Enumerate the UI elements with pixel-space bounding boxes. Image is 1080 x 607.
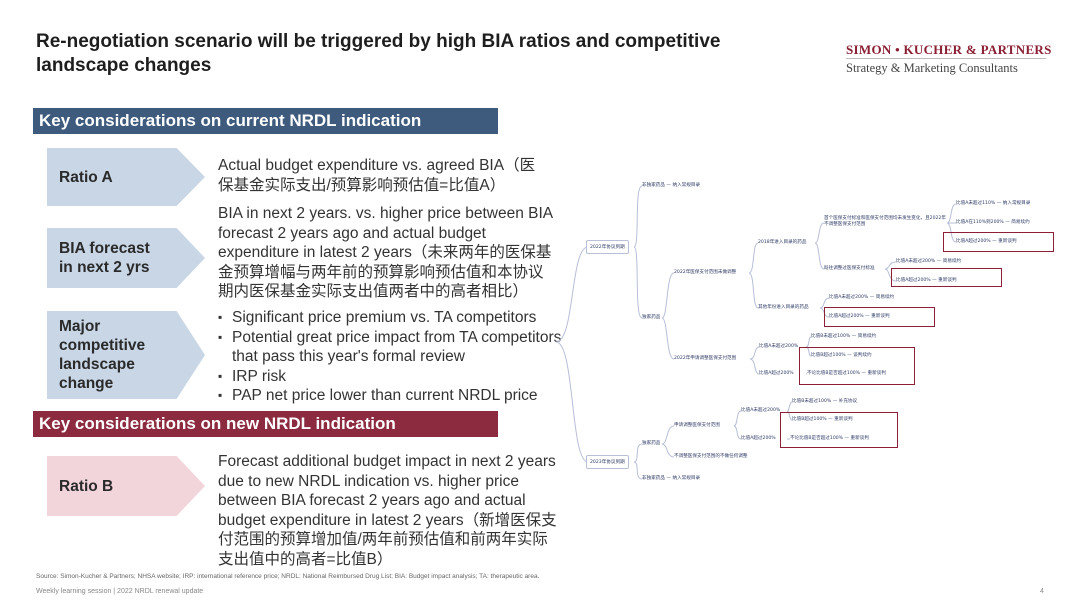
ratio-b-text: Forecast additional budget impact in nex… [218, 453, 557, 568]
bullet: PAP net price lower than current NRDL pr… [218, 386, 583, 406]
node: 申请调整医保支付范围 [674, 423, 720, 428]
node: 2022年医保支付范围未做调整 [674, 270, 737, 275]
node: 2018年进入目录的药品 [758, 240, 807, 245]
highlight-box [799, 347, 915, 385]
node: 首个医保支付标准和医保支付范围均未发生变化，且2022年不调整医保支付范围 [824, 216, 946, 227]
page-number: 4 [1040, 588, 1044, 595]
node: 独家药品 [642, 441, 661, 446]
node-2022-expiry: 2022年协议到期 [586, 240, 629, 254]
leaf: 比值A未超过110% — 纳入常规目录 [956, 201, 1031, 206]
leaf: 比值B未超过100% — 补充协议 [792, 399, 858, 404]
slide-title: Re-negotiation scenario will be triggere… [36, 31, 721, 76]
company-logo: SIMON • KUCHER & PARTNERS [846, 42, 1052, 57]
leaf: 比值B超过100% — 重新谈判 [792, 417, 853, 422]
node: 非独家药品 — 纳入常规目录 [642, 183, 701, 188]
node: 比值A超过200% [759, 371, 794, 376]
node: 比值A超过200% [741, 436, 776, 441]
highlight-box [824, 307, 935, 327]
leaf: 比值A超过200% — 重新谈判 [896, 278, 957, 283]
highlight-box [780, 412, 898, 448]
ratio-a-label: Ratio A [59, 168, 113, 186]
leaf: 比值B超过100% — 谈判续约 [811, 353, 872, 358]
bullet: IRP risk [218, 367, 583, 387]
ratio-a-chevron: Ratio A [47, 148, 205, 206]
footer-session: Weekly learning session | 2022 NRDL rene… [36, 588, 204, 595]
leaf: 比值B未超过100% — 简易续约 [811, 334, 877, 339]
leaf: 比值A超过200% — 重新谈判 [829, 314, 890, 319]
section-header-new: Key considerations on new NRDL indicatio… [33, 411, 498, 437]
ratio-a-text: Actual budget expenditure vs. agreed BIA… [218, 157, 536, 194]
bia-forecast-chevron: BIA forecast in next 2 yrs [47, 228, 205, 288]
company-tagline: Strategy & Marketing Consultants [846, 61, 1018, 75]
leaf: 不论比值B是否超过100% — 重新谈判 [807, 371, 886, 376]
leaf: 比值A未超过200% — 简易续约 [829, 295, 895, 300]
node: 比值A未超过200% [759, 344, 799, 349]
bia-forecast-label: BIA forecast in next 2 yrs [59, 240, 150, 276]
leaf: 比值A在110%到200% — 简易续约 [956, 220, 1030, 225]
ratio-b-chevron: Ratio B [47, 456, 205, 516]
source-note: Source: Simon-Kucher & Partners; NHSA we… [36, 573, 540, 580]
node: 不调整医保支付范围的不做任何调整 [674, 454, 748, 459]
node: 比值A未超过200% [741, 408, 781, 413]
leaf: 不论比值B是否超过100% — 重新谈判 [790, 436, 869, 441]
section-header-current: Key considerations on current NRDL indic… [33, 108, 498, 134]
node-2023-expiry: 2023年协议到期 [586, 455, 629, 469]
bullet: Potential great price impact from TA com… [218, 328, 583, 367]
bullet: Significant price premium vs. TA competi… [218, 308, 583, 328]
logo-divider [846, 58, 1046, 59]
node: 独家药品 [642, 315, 661, 320]
leaf: 比值A超过200% — 重新谈判 [956, 239, 1017, 244]
ratio-b-label: Ratio B [59, 477, 114, 495]
bia-forecast-text: BIA in next 2 years. vs. higher price be… [218, 205, 553, 300]
leaf: 比值A未超过200% — 简易续约 [896, 259, 962, 264]
competitive-chevron: Major competitive landscape change [47, 311, 205, 399]
competitive-label: Major competitive landscape change [59, 318, 146, 392]
competitive-bullets: Significant price premium vs. TA competi… [218, 308, 583, 406]
node: 既往调整过医保支付标准 [824, 266, 875, 271]
node: 非独家药品 — 纳入常规目录 [642, 476, 701, 481]
highlight-box [891, 268, 1002, 287]
node: 其他年份进入目录的药品 [758, 305, 809, 310]
node: 2022年申请调整医保支付范围 [674, 356, 737, 361]
highlight-box [943, 232, 1054, 252]
